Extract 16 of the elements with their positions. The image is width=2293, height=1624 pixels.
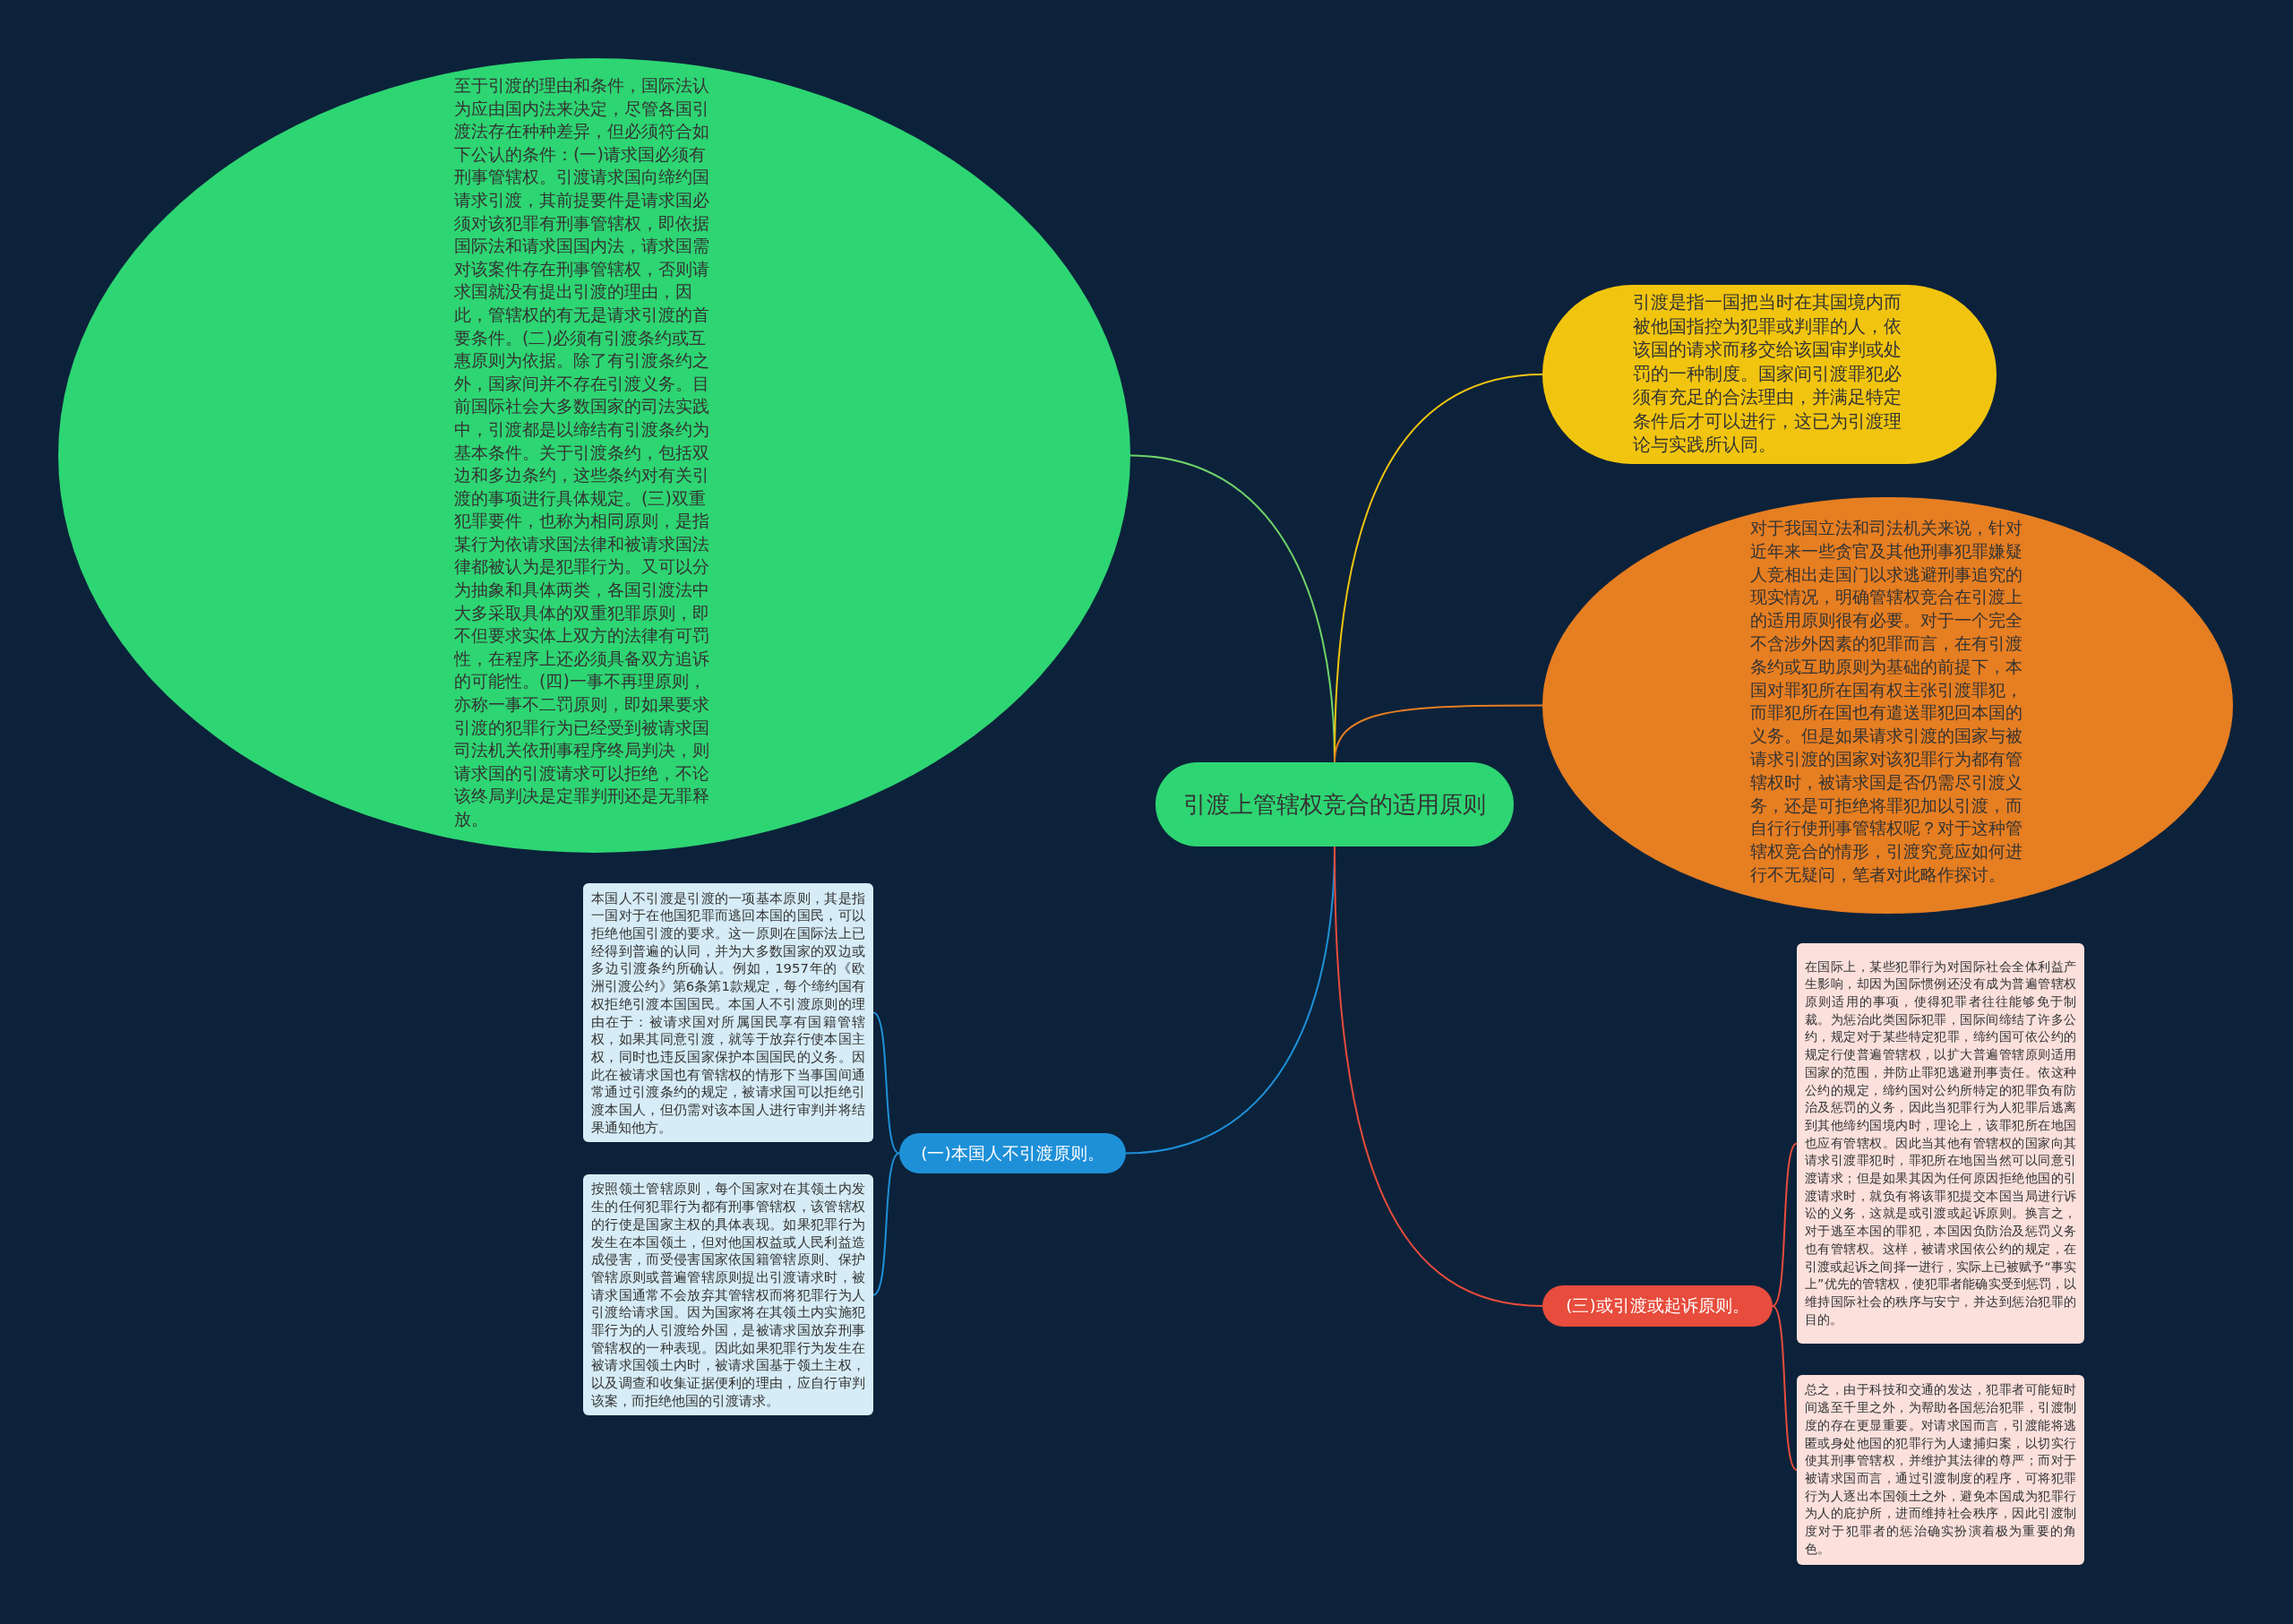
topic-bubble: 引渡是指一国把当时在其国境内而被他国指控为犯罪或判罪的人，依该国的请求而移交给该国审判或处罚的一种制度。国家间引渡罪犯必须有充足的合法理由，并满足特定条件后才可以进行，这已为引渡理论与实践所认同。 [1542, 285, 1997, 464]
note-box: 本国人不引渡是引渡的一项基本原则，其是指一国对于在他国犯罪而逃回本国的国民，可以拒绝他国引渡的要求。这一原则在国际法上已经得到普遍的认同，并为大多数国家的双边或多边引渡条约所确认。例如，1957年的《欧洲引渡公约》第6条第1款规定，每个缔约国有权拒绝引渡本国国民。本国人不引渡原则的理由在于：被请求国对所属国民享有国籍管辖权，如果其同意引渡，就等于放弃行使本国主权，同时也违反国家保护本国国民的义务。因此在被请求国也有管辖权的情形下当事国间通常通过引渡条约的规定，被请求国可以拒绝引渡本国人，但仍需对该本国人进行审判并将结果通知他方。 [583, 883, 873, 1142]
connector [1334, 846, 1543, 1307]
connector [872, 1152, 900, 1296]
subtopic-label: (一)本国人不引渡原则。 [899, 1133, 1126, 1173]
connector [872, 1011, 900, 1155]
subtopic-label: (三)或引渡或起诉原则。 [1542, 1285, 1773, 1327]
central-topic: 引渡上管辖权竞合的适用原则 [1155, 762, 1514, 846]
note-box: 总之，由于科技和交通的发达，犯罪者可能短时间逃至千里之外，为帮助各国惩治犯罪，引渡制度的存在更显重要。对请求国而言，引渡能将逃匿或身处他国的犯罪行为人逮捕归案，以切实行使其刑事管辖权，并维护其法律的尊严；而对于被请求国而言，通过引渡制度的程序，可将犯罪行为人逐出本国领土之外，避免本国成为犯罪行为人的庇护所，进而维持社会秩序，因此引渡制度对于犯罪者的惩治确实扮演着极为重要的角色。 [1797, 1375, 2084, 1565]
topic-text: 对于我国立法和司法机关来说，针对近年来一些贪官及其他刑事犯罪嫌疑人竞相出走国门以求逃避刑事追究的现实情况，明确管辖权竞合在引渡上的适用原则很有必要。对于一个完全不含涉外因素的犯罪而言，在有引渡条约或互助原则为基础的前提下，本国对罪犯所在国有权主张引渡罪犯，而罪犯所在国也有遣送罪犯回本国的义务。但是如果请求引渡的国家与被请求引渡的国家对该犯罪行为都有管辖权时，被请求国是否仍需尽引渡义务，还是可拒绝将罪犯加以引渡，而自行行使刑事管辖权呢？对于这种管辖权竞合的情形，引渡究竟应如何进行不无疑问，笔者对此略作探讨。 [1750, 517, 2022, 887]
connector [1334, 704, 1543, 763]
connector [1772, 1142, 1798, 1307]
note-box: 按照领土管辖原则，每个国家对在其领土内发生的任何犯罪行为都有刑事管辖权，该管辖权的行使是国家主权的具体表现。如果犯罪行为发生在本国领土，但对他国权益或人民利益造成侵害，而受侵害国家依国籍管辖原则、保护管辖原则或普遍管辖原则提出引渡请求时，被请求国通常不会放弃其管辖权而将犯罪行为人引渡给请求国。因为国家将在其领土内实施犯罪行为的人引渡给外国，是被请求国放弃刑事管辖权的一种表现。因此如果犯罪行为发生在被请求国领土内时，被请求国基于领土主权，以及调查和收集证据便利的理由，应自行审判该案，而拒绝他国的引渡请求。 [583, 1174, 873, 1415]
note-box: 在国际上，某些犯罪行为对国际社会全体利益产生影响，却因为国际惯例还没有成为普遍管辖权原则适用的事项，使得犯罪者往往能够免于制裁。为惩治此类国际犯罪，国际间缔结了许多公约，规定对于某些特定犯罪，缔约国可依公约的规定行使普遍管辖权，以扩大普遍管辖原则适用国家的范围，并防止罪犯逃避刑事责任。依这种公约的规定，缔约国对公约所特定的犯罪负有防治及惩罚的义务，因此当犯罪行为人犯罪后逃离到其他缔约国境内时，理论上，该罪犯所在地国也应有管辖权。因此当其他有管辖权的国家向其请求引渡罪犯时，罪犯所在地国当然可以同意引渡请求；但是如果其因为任何原因拒绝他国的引渡请求时，就负有将该罪犯提交本国当局进行诉讼的义务，这就是或引渡或起诉原则。换言之，对于逃至本国的罪犯，本国因负防治及惩罚义务也有管辖权。这样，被请求国依公约的规定，在引渡或起诉之间择一进行，实际上已被赋予“事实上”优先的管辖权，使犯罪者能确实受到惩罚，以维持国际社会的秩序与安宁，并达到惩治犯罪的目的。 [1797, 943, 2084, 1344]
topic-text: 至于引渡的理由和条件，国际法认为应由国内法来决定，尽管各国引渡法存在种种差异，但必须符合如下公认的条件：(一)请求国必须有刑事管辖权。引渡请求国向缔约国请求引渡，其前提要件是请求国必须对该犯罪有刑事管辖权，即依据国际法和请求国国内法，请求国需对该案件存在刑事管辖权，否则请求国就没有提出引渡的理由，因此，管辖权的有无是请求引渡的首要条件。(二)必须有引渡条约或互惠原则为依据。除了有引渡条约之外，国家间并不存在引渡义务。目前国际社会大多数国家的司法实践中，引渡都是以缔结有引渡条约为基本条件。关于引渡条约，包括双边和多边条约，这些条约对有关引渡的事项进行具体规定。(三)双重犯罪要件，也称为相同原则，是指某行为依请求国法律和被请求国法律都被认为是犯罪行为。又可以分为抽象和具体两类，各国引渡法中大多采取具体的双重犯罪原则，即不但要求实体上双方的法律有可罚性，在程序上还必须具备双方追诉的可能性。(四)一事不再理原则，亦称一事不二罚原则，即如果要求引渡的犯罪行为已经受到被请求国司法机关依刑事程序终局判决，则请求国的引渡请求可以拒绝，不论该终局判决是定罪判刑还是无罪释放。 [454, 74, 710, 830]
connector [1772, 1305, 1798, 1471]
